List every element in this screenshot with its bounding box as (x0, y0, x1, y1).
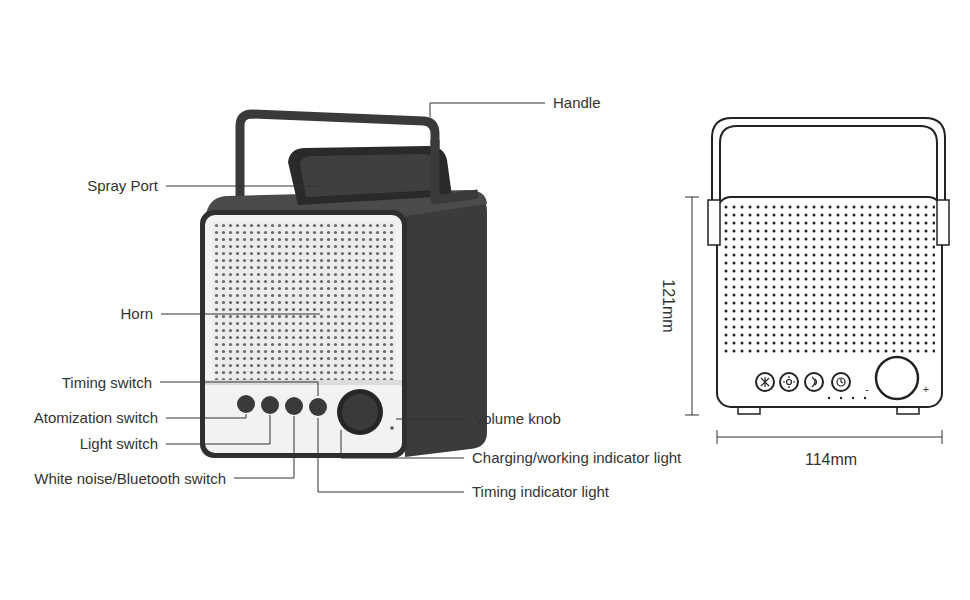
sound-icon (812, 377, 817, 387)
button (805, 373, 823, 391)
callout-label: Timing switch (62, 374, 152, 391)
leader-line (161, 314, 320, 315)
volume-knob (337, 389, 383, 435)
leader-lines (160, 103, 545, 492)
callout-label: Handle (553, 94, 601, 111)
button (261, 396, 279, 414)
dimension-line (685, 197, 699, 415)
light-icon (783, 376, 795, 388)
handle-mount (708, 200, 720, 245)
indicator-dot (840, 397, 842, 399)
front-face (205, 215, 402, 453)
leader-line (396, 419, 466, 420)
button (832, 373, 850, 391)
leader-line (234, 416, 294, 478)
leader-line (166, 415, 270, 444)
speaker-grille (724, 204, 935, 354)
volume-knob (342, 394, 378, 430)
dimension-label: 121mm (659, 279, 677, 332)
speaker-grille (213, 222, 395, 380)
leader-line (166, 186, 320, 187)
light-icon (787, 380, 792, 385)
leader-line (430, 103, 545, 117)
button (309, 398, 327, 416)
callout-label: Volume knob (474, 410, 561, 427)
dimension-lines (685, 197, 942, 444)
callout-label: Timing indicator light (472, 483, 609, 500)
device-front-view (708, 118, 949, 414)
body-outline (717, 197, 942, 407)
leader-line (341, 430, 464, 458)
spray-port-inner (300, 154, 438, 197)
button (780, 373, 798, 391)
callout-label: Charging/working indicator light (472, 449, 681, 466)
spray-port (288, 146, 452, 205)
timer-icon (841, 379, 843, 383)
callout-label: Light switch (80, 435, 158, 452)
device-perspective (200, 114, 487, 458)
volume-knob (876, 357, 918, 399)
indicator-dot (390, 426, 394, 430)
button (285, 397, 303, 415)
callout-label: White noise/Bluetooth switch (34, 470, 226, 487)
leader-line (318, 418, 464, 492)
front-frame (200, 210, 407, 458)
handle (435, 140, 478, 200)
callout-label: Horn (120, 305, 153, 322)
atomization-icon (761, 377, 769, 387)
knob-mark: - (865, 383, 869, 396)
button (237, 395, 255, 413)
dimension-label: 114mm (805, 451, 857, 469)
indicator-dot (864, 397, 866, 399)
indicator-dot (828, 397, 830, 399)
leader-line (160, 382, 318, 396)
knob-mark: + (923, 383, 929, 396)
indicator-dot (852, 397, 854, 399)
handle-mount (937, 200, 949, 245)
callout-label: Atomization switch (34, 409, 158, 426)
timer-icon (837, 378, 845, 386)
dimension-line (717, 430, 942, 444)
leader-line (166, 414, 246, 418)
callout-label: Spray Port (87, 177, 158, 194)
button (756, 373, 774, 391)
